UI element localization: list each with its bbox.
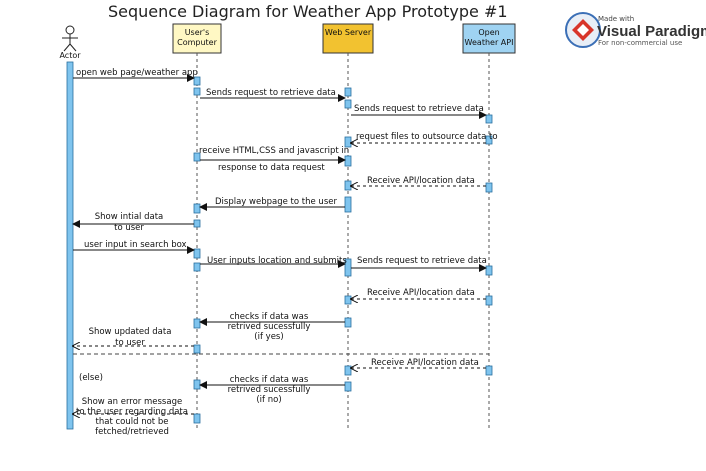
- message-receive-api-data-1: Receive API/location data: [351, 176, 486, 186]
- activation-bar: [193, 203, 201, 214]
- participant-label-line: User's: [185, 28, 210, 37]
- activation-bar: [485, 265, 493, 276]
- activation-bar: [193, 87, 201, 96]
- participant-label-line: Open: [478, 28, 499, 37]
- message-label: checks if data was: [230, 375, 309, 385]
- message-show-initial-data: Show intial data to user: [72, 212, 194, 233]
- activation-bar: [485, 114, 493, 124]
- message-label: (if yes): [254, 332, 283, 342]
- message-label: that could not be: [96, 417, 169, 427]
- activation-bar: [485, 182, 493, 193]
- message-receive-html: receive HTML,CSS and javascript in respo…: [199, 146, 349, 173]
- watermark-made-with: Made with: [598, 15, 634, 23]
- activation-bar: [193, 76, 201, 86]
- activation-bar: [193, 413, 201, 424]
- activation-bar: [485, 295, 493, 306]
- message-user-input-search: user input in search box: [73, 240, 195, 254]
- watermark: Made with Visual Paradigm For non-commer…: [565, 12, 706, 48]
- message-label: Sends request to retrieve data: [206, 88, 336, 98]
- watermark-note: For non-commercial use: [598, 39, 682, 47]
- participant-open-weather-api: Open Weather API: [462, 23, 516, 54]
- actor-label: Actor: [59, 51, 81, 60]
- message-show-error: Show an error message to the user regard…: [73, 397, 194, 437]
- activation-bar: [344, 381, 352, 392]
- message-send-request-api: Sends request to retrieve data: [351, 104, 487, 119]
- message-send-request-server: Sends request to retrieve data: [200, 88, 346, 102]
- message-label: retrived sucessfully: [228, 385, 311, 395]
- activation-bar: [193, 262, 201, 272]
- activation-bar: [193, 318, 201, 329]
- message-label: Show intial data: [95, 212, 164, 222]
- activation-bar: [344, 295, 352, 305]
- message-label: fetched/retrieved: [95, 427, 169, 437]
- diagram-title: Sequence Diagram for Weather App Prototy…: [108, 2, 508, 21]
- message-display-webpage: Display webpage to the user: [199, 197, 345, 211]
- message-label: response to data request: [218, 163, 325, 173]
- participant-users-computer: User's Computer: [172, 23, 222, 54]
- activation-bar: [193, 152, 201, 162]
- message-label: Receive API/location data: [367, 288, 475, 298]
- activation-bar: [344, 155, 352, 167]
- message-label: receive HTML,CSS and javascript in: [199, 146, 349, 156]
- message-label: checks if data was: [230, 312, 309, 322]
- participant-label-line: Web Server: [325, 28, 372, 37]
- message-label: to user: [114, 223, 144, 233]
- activation-bar: [193, 219, 201, 228]
- message-label: Display webpage to the user: [215, 197, 337, 207]
- message-label: Sends request to retrieve data: [357, 256, 487, 266]
- activation-bar: [344, 317, 352, 328]
- activation-bar: [485, 365, 493, 376]
- actor: Actor: [59, 25, 81, 60]
- message-label: retrived sucessfully: [228, 322, 311, 332]
- participant-web-server: Web Server: [322, 23, 374, 54]
- activation-bar: [193, 344, 201, 354]
- activation-bar-actor: [66, 61, 74, 430]
- message-checks-if-no: checks if data was retrived sucessfully …: [199, 375, 345, 405]
- message-user-inputs-location: User inputs location and submits: [200, 256, 347, 268]
- message-open-web-page: open web page/weather app: [73, 68, 198, 82]
- activation-bar: [344, 87, 352, 97]
- message-label: request files to outsource data to: [356, 132, 498, 142]
- activation-bar: [193, 248, 201, 259]
- message-label: Receive API/location data: [371, 358, 479, 368]
- message-receive-api-data-3: Receive API/location data: [351, 358, 486, 368]
- participant-label-line: Weather API: [465, 38, 514, 47]
- activation-bar: [344, 196, 352, 213]
- message-label: to user: [115, 338, 145, 348]
- activation-bar: [485, 135, 493, 145]
- message-label: open web page/weather app: [76, 68, 198, 78]
- watermark-brand: Visual Paradigm: [597, 23, 706, 40]
- message-label: (if no): [256, 395, 281, 405]
- message-label: User inputs location and submits: [207, 256, 347, 266]
- activation-bar: [344, 365, 352, 376]
- message-label: Show updated data: [89, 327, 172, 337]
- activation-bars-users-computer: [193, 76, 201, 424]
- message-receive-api-data-2: Receive API/location data: [351, 288, 486, 299]
- participant-label-line: Computer: [177, 38, 217, 47]
- message-checks-if-yes: checks if data was retrived sucessfully …: [199, 312, 345, 342]
- activation-bar: [344, 99, 352, 109]
- message-send-request-api-2: Sends request to retrieve data: [351, 256, 487, 272]
- message-request-files: request files to outsource data to: [351, 132, 498, 143]
- message-label: Sends request to retrieve data: [354, 104, 484, 114]
- else-label: (else): [79, 373, 103, 383]
- message-show-updated-data: Show updated data to user: [73, 327, 194, 348]
- message-label: Receive API/location data: [367, 176, 475, 186]
- message-label: to the user regarding data: [76, 407, 188, 417]
- message-label: user input in search box: [84, 240, 187, 250]
- activation-bars-web-server: [344, 87, 352, 392]
- activation-bar: [193, 379, 201, 390]
- activation-bar: [344, 180, 352, 191]
- activation-bars-open-weather-api: [485, 114, 493, 376]
- message-label: Show an error message: [82, 397, 182, 407]
